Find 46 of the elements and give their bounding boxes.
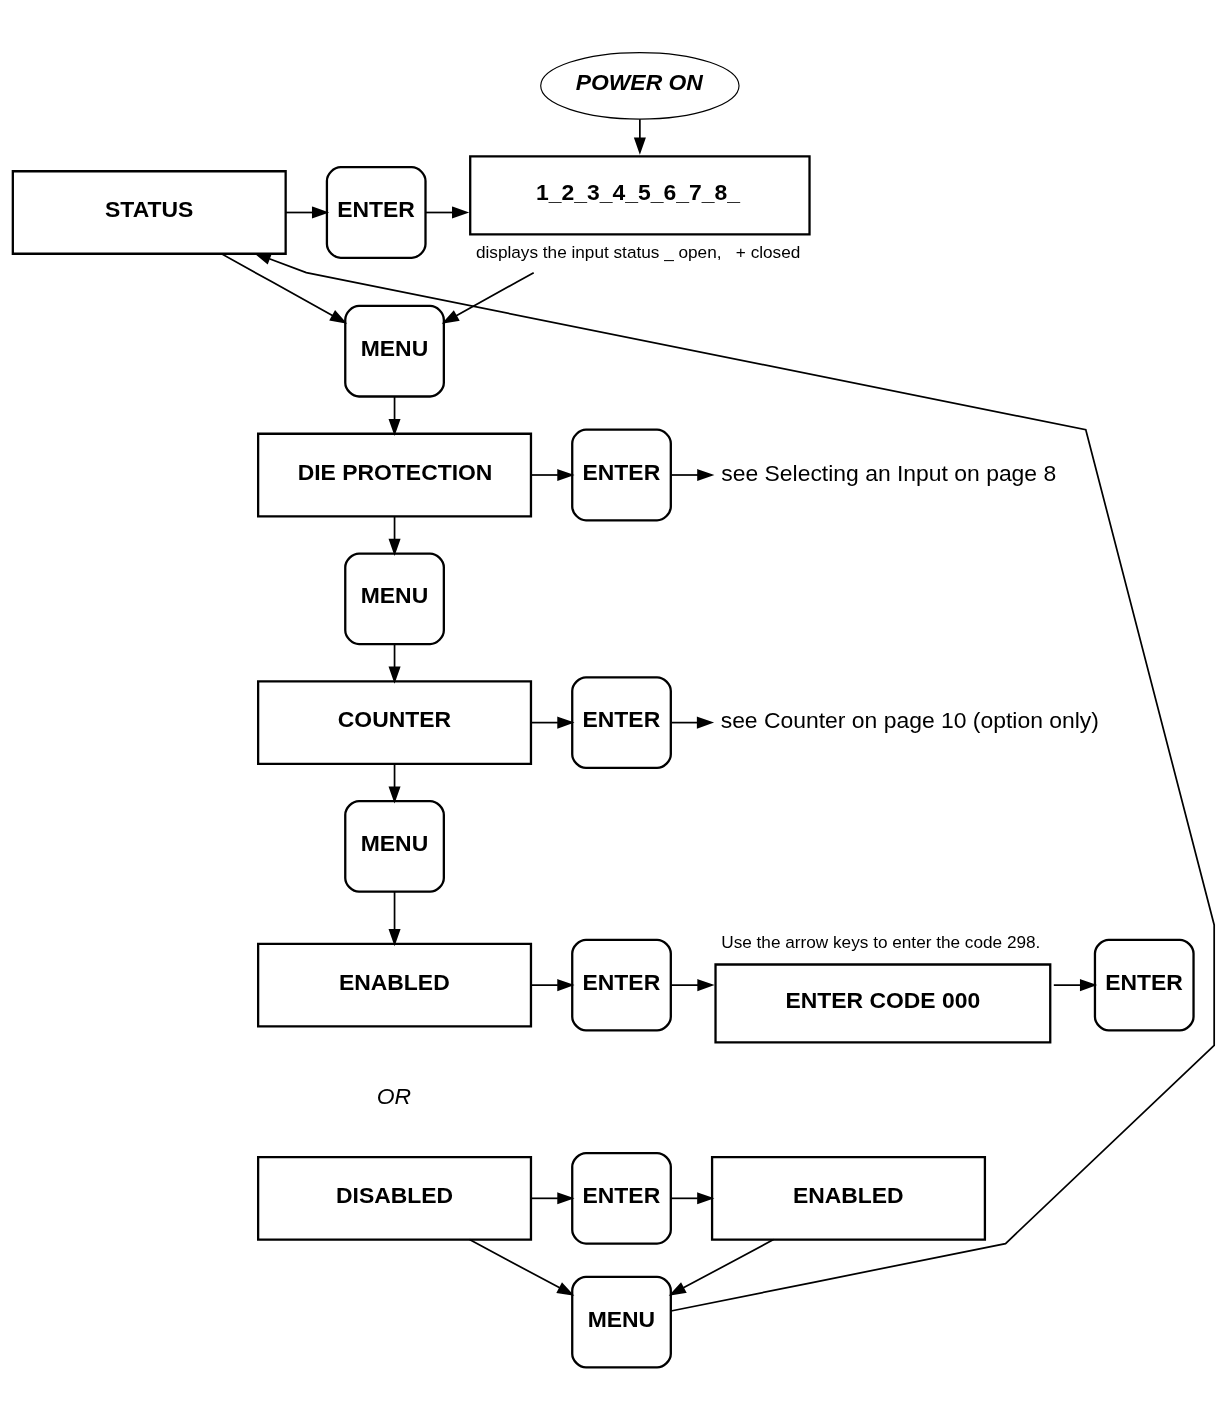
arrow <box>670 979 715 992</box>
arrow <box>530 716 575 729</box>
arrow <box>530 1192 575 1205</box>
arrow <box>253 252 1216 1312</box>
arrow <box>441 271 535 324</box>
node-box: 1_2_3_4_5_6_7_8_ <box>469 155 811 236</box>
node-box: MENU <box>344 304 445 398</box>
node-ellipse: POWER ON <box>540 52 740 120</box>
arrow <box>468 1238 575 1296</box>
node-box: MENU <box>571 1275 672 1369</box>
node-box: ENTER <box>571 938 672 1032</box>
arrow <box>388 891 401 947</box>
node-box: ENTER CODE 000 <box>714 963 1052 1044</box>
node-box: ENTER <box>325 166 427 259</box>
node-text: see Counter on page 10 (option only) <box>720 707 1099 734</box>
node-box: ENTER <box>1093 938 1195 1032</box>
node-label: displays the input status _ open, + closed <box>475 242 801 263</box>
node-box: ENABLED <box>257 942 533 1028</box>
arrow <box>670 1192 715 1205</box>
node-box: DIE PROTECTION <box>257 432 533 518</box>
label: OR <box>376 1082 412 1109</box>
node-box: ENTER <box>571 1151 672 1245</box>
arrow <box>633 118 646 155</box>
arrow <box>424 206 470 219</box>
node-box: STATUS <box>11 170 287 255</box>
arrow <box>388 643 401 684</box>
node-label: Use the arrow keys to enter the code 298. <box>721 932 1041 953</box>
arrow <box>670 716 715 729</box>
arrow <box>668 1238 775 1296</box>
arrow <box>530 468 575 482</box>
arrow <box>388 763 401 804</box>
arrow <box>530 979 575 992</box>
node-box: ENTER <box>571 428 672 522</box>
arrow <box>285 206 330 219</box>
node-box: COUNTER <box>257 680 533 766</box>
arrow <box>388 515 401 556</box>
node-box: ENABLED <box>710 1155 987 1241</box>
node-box: MENU <box>344 552 445 646</box>
node-box: DISABLED <box>257 1155 533 1241</box>
node-text: see Selecting an Input on page 8 <box>721 459 1057 486</box>
arrow <box>670 468 715 482</box>
arrow <box>220 252 348 324</box>
node-box: MENU <box>344 800 445 893</box>
arrow <box>1052 979 1098 992</box>
node-box: ENTER <box>571 676 672 770</box>
arrow <box>388 395 401 437</box>
